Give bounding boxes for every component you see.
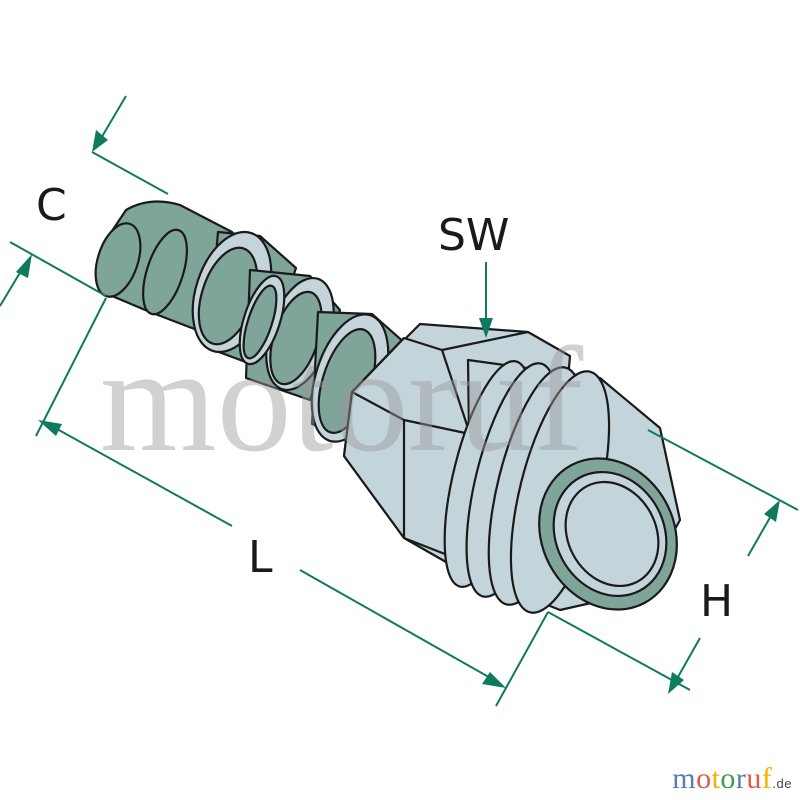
- dim-sw-arrowhead: [479, 318, 493, 338]
- brand-logo: motoruf.de: [672, 762, 792, 796]
- hex-front-face: [342, 336, 472, 558]
- dim-h-top-extension: [647, 429, 799, 511]
- dim-l-line-right: [299, 569, 495, 681]
- barb-ring-1: [142, 228, 188, 316]
- label-sw: SW: [438, 210, 509, 261]
- dim-l-arrowhead-left: [38, 420, 62, 436]
- label-l: L: [248, 532, 273, 583]
- dim-h-arrowhead-bottom: [668, 672, 684, 694]
- dim-l-right-extension: [495, 611, 549, 707]
- dim-l-arrowhead-right: [482, 672, 506, 688]
- brand-logo-letter: o: [696, 762, 712, 795]
- label-h: H: [700, 576, 733, 627]
- dim-c-arrowhead-top: [92, 130, 108, 152]
- watermark-text: motoruf: [100, 317, 583, 483]
- dimension-lines: [0, 95, 799, 707]
- dim-c-top-extension: [91, 151, 169, 195]
- brand-logo-letter: t: [711, 762, 721, 795]
- dim-c-arrowhead-bottom: [16, 254, 32, 278]
- dim-h-bottom-extension: [547, 611, 691, 691]
- brand-logo-letter: r: [735, 762, 747, 795]
- hex-edge-3: [350, 337, 471, 436]
- barb-ring-3-inner: [242, 284, 278, 360]
- fitting-part: [94, 200, 682, 614]
- dim-l-left-extension: [35, 297, 107, 437]
- hex-edge-1: [441, 330, 529, 352]
- brand-logo-letters: motoruf: [672, 762, 772, 795]
- barb-tip-face: [94, 222, 142, 298]
- label-c: C: [36, 180, 67, 231]
- dim-h-arrow-top-line: [747, 513, 773, 557]
- end-face-center: [564, 480, 660, 588]
- brand-logo-suffix: .de: [772, 776, 792, 791]
- dimension-arrowheads: [16, 130, 780, 694]
- dim-c-bottom-extension: [9, 241, 107, 297]
- brand-logo-letter: m: [672, 762, 697, 795]
- brand-logo-letter: u: [746, 762, 762, 795]
- dim-h-arrowhead-top: [764, 500, 780, 522]
- brand-logo-letter: f: [761, 762, 773, 795]
- brand-logo-letter: o: [720, 762, 736, 795]
- dim-l-line-left: [47, 423, 233, 527]
- dim-c-arrow-top-line: [99, 95, 127, 141]
